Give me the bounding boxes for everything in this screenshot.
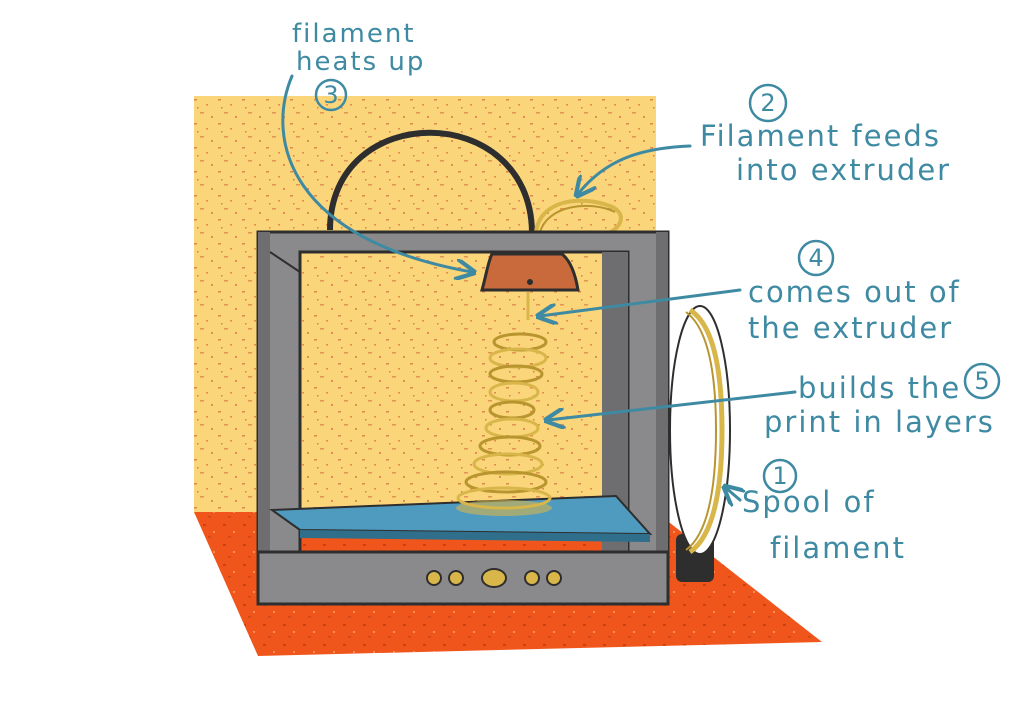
label-step2: 2 Filament feeds into extruder	[700, 83, 951, 187]
step4-number: 4	[808, 244, 823, 272]
annotation-arrows	[281, 74, 797, 500]
label-step5: builds the 5 print in layers	[764, 362, 1001, 439]
label-step3: filament heats up 3	[292, 19, 425, 112]
panel-button	[448, 570, 464, 586]
printed-object	[456, 292, 552, 516]
arrow-icon	[281, 74, 472, 272]
panel-button	[524, 570, 540, 586]
step1-number: 1	[772, 462, 787, 490]
step5-line2: print in layers	[764, 405, 995, 439]
number-badge	[314, 78, 348, 112]
step2-line2: into extruder	[736, 153, 951, 187]
panel-button	[481, 568, 507, 588]
panel-button	[546, 570, 562, 586]
filament-spool	[669, 305, 731, 582]
step4-line1: comes out of	[748, 275, 961, 309]
label-step4: 4 comes out of the extruder	[748, 239, 961, 345]
feed-tube	[327, 129, 623, 238]
step2-line1: Filament feeds	[700, 119, 941, 153]
arrow-icon	[578, 144, 692, 194]
number-badge	[963, 362, 1001, 400]
step4-line2: the extruder	[748, 311, 953, 345]
panel-button	[426, 570, 442, 586]
step3-number: 3	[323, 81, 338, 109]
step3-line2: heats up	[296, 47, 425, 77]
step5-line1: builds the	[798, 371, 961, 405]
step5-number: 5	[974, 367, 989, 395]
step1-line2: filament	[770, 531, 906, 565]
number-badge	[748, 83, 788, 123]
number-badge	[797, 239, 835, 277]
printer-frame	[256, 230, 670, 606]
step2-number: 2	[760, 89, 775, 117]
extruder	[480, 252, 580, 292]
arrow-icon	[540, 288, 742, 316]
step3-line1: filament	[292, 19, 416, 49]
label-step1: 1 Spool of filament	[742, 458, 906, 565]
arrow-icon	[548, 390, 797, 420]
number-badge	[762, 458, 798, 494]
step1-line1: Spool of	[742, 485, 876, 519]
control-panel	[426, 568, 562, 588]
arrow-icon	[726, 488, 740, 500]
